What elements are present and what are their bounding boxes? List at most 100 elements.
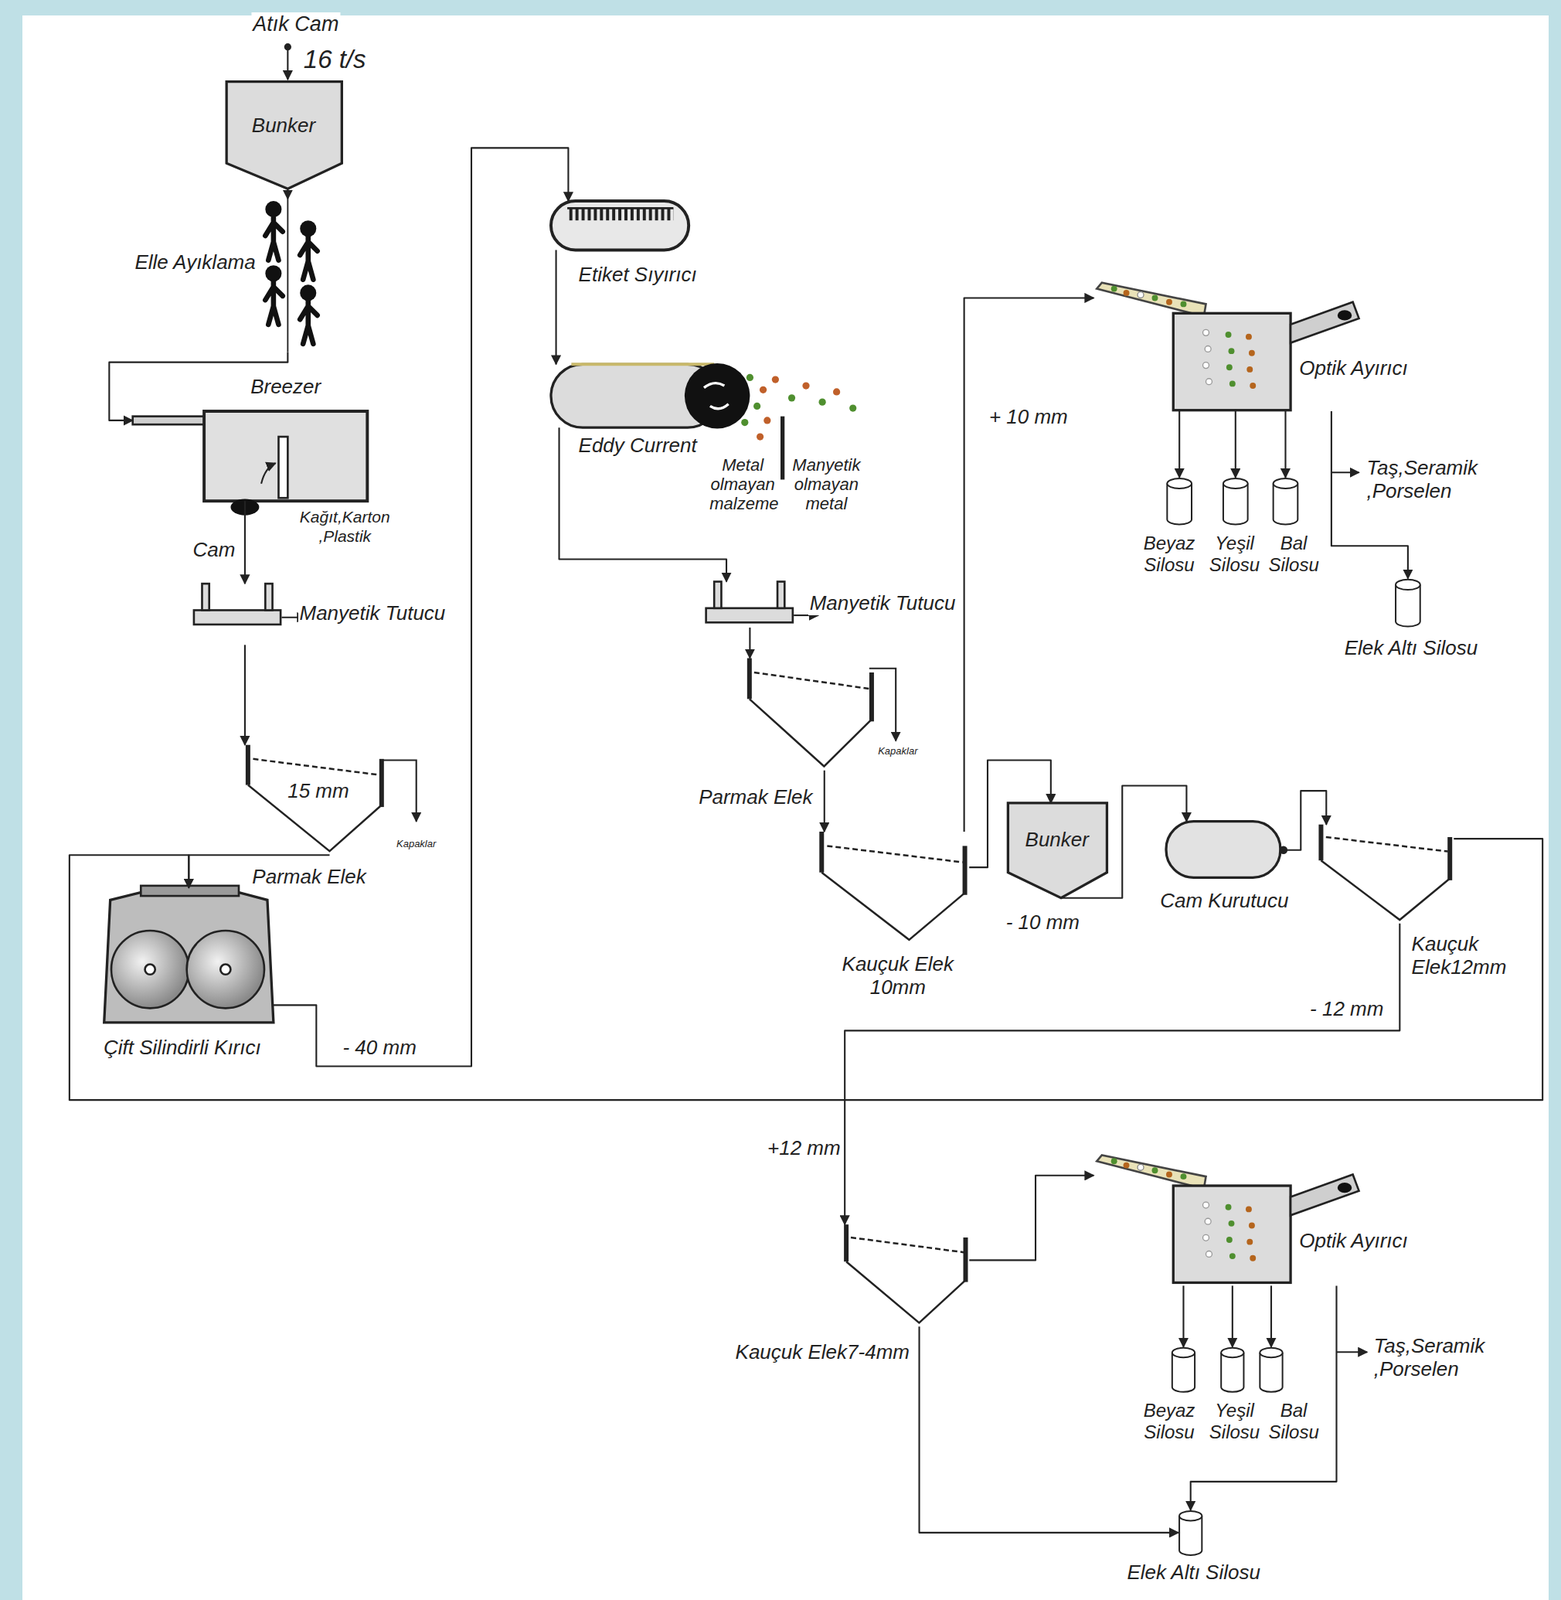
breezer-symbol — [132, 416, 207, 426]
silo-symbol — [1220, 1347, 1244, 1392]
equipment-label: Bunker — [1023, 828, 1091, 852]
equipment-label: Etiket Sıyırıcı — [577, 263, 699, 287]
equipment-label: Beyaz Silosu — [1139, 1399, 1200, 1442]
equipment-label: Bunker — [250, 114, 317, 138]
flow-arrow — [969, 1175, 1094, 1261]
flow-label: Kağıt,Karton ,Plastik — [293, 507, 396, 545]
equipment-node: Eddy Current — [550, 363, 750, 428]
flow-arrow — [1231, 1285, 1234, 1347]
equipment-node: Optik Ayırıcı — [1093, 282, 1359, 412]
eddy-current-symbol — [763, 416, 771, 424]
roll-crusher-symbol — [140, 885, 239, 896]
glass-dryer-symbol — [1166, 821, 1288, 878]
flow-label: - 12 mm — [1308, 997, 1385, 1021]
equipment-node: Beyaz Silosu — [1171, 1346, 1197, 1393]
lid-outlet-arrow — [379, 668, 896, 822]
screen-symbol — [821, 831, 965, 940]
equipment-node: Yeşil Silosu — [1220, 1346, 1245, 1393]
flow-arrow — [823, 770, 826, 832]
flow-label: - 40 mm — [340, 1036, 418, 1060]
breezer-symbol — [204, 411, 368, 501]
label-scraper-symbol — [567, 207, 674, 221]
flow-label: Manyetik olmayan metal — [789, 455, 865, 514]
bunker-symbol — [1007, 802, 1107, 898]
flow-label: Taş,Seramik ,Porselen — [1372, 1334, 1500, 1381]
equipment-label: Bal Silosu — [1264, 1399, 1324, 1442]
eddy-current-symbol — [819, 398, 827, 406]
equipment-label: Kauçuk Elek12mm — [1410, 932, 1518, 980]
equipment-label: 15 mm — [285, 779, 351, 803]
equipment-label: Elle Ayıklama — [132, 251, 257, 275]
equipment-node: Parmak Elek — [744, 658, 876, 771]
equipment-node: Elek Altı Silosu — [1394, 578, 1422, 628]
equipment-node: Kauçuk Elek 10mm — [816, 831, 970, 944]
flow-arrow — [244, 644, 246, 745]
optical-sorter-symbol — [1096, 282, 1359, 411]
flow-arrow — [1270, 1285, 1272, 1347]
equipment-node: Elek Altı Silosu — [1178, 1509, 1204, 1556]
eddy-current-symbol — [771, 375, 779, 383]
label-scraper-symbol — [567, 207, 674, 210]
optical-sorter-symbol — [1096, 1154, 1359, 1283]
flow-arrow — [1178, 411, 1181, 478]
equipment-label: Eddy Current — [577, 434, 699, 458]
equipment-node: Kauçuk Elek7-4mm — [841, 1224, 970, 1327]
lid-outlet-arrow — [379, 760, 417, 822]
flow-label: Cam — [190, 538, 237, 562]
reject-outlet-arrow — [1336, 1350, 1368, 1353]
equipment-label: Elek Altı Silosu — [1125, 1561, 1262, 1585]
reject-outlet-arrow — [1331, 472, 1368, 1352]
equipment-label: Bal Silosu — [1264, 532, 1324, 575]
roll-crusher-symbol — [187, 930, 265, 1008]
flow-label: - 10 mm — [1004, 911, 1082, 935]
flow-arrow — [559, 427, 728, 582]
roll-crusher-symbol — [104, 885, 274, 1023]
hand-sorting-figures — [265, 198, 317, 352]
equipment-label: Yeşil Silosu — [1204, 1399, 1265, 1442]
silo-symbol — [1273, 478, 1299, 524]
lid-outlet-arrow — [869, 668, 896, 742]
flow-arrow — [69, 838, 1543, 1100]
breezer-symbol — [278, 436, 288, 498]
equipment-label: Kauçuk Elek7-4mm — [734, 1340, 912, 1364]
screen-symbol — [248, 657, 1450, 1323]
equipment-label: Breezer — [248, 375, 323, 399]
eddy-current-symbol — [780, 416, 785, 480]
equipment-label: Manyetik Tutucu — [298, 601, 448, 626]
silo-symbol — [1172, 1347, 1195, 1392]
equipment-node: Manyetik Tutucu — [706, 581, 796, 628]
silo-symbol — [1179, 1510, 1202, 1555]
magnetic-holder-symbol — [193, 583, 307, 625]
flow-label: Kapaklar — [876, 745, 919, 758]
hand-sorting-figures — [265, 200, 283, 261]
equipment-node: Bal Silosu — [1258, 1346, 1284, 1393]
label-scraper-symbol — [550, 200, 689, 250]
equipment-label: Cam Kurutucu — [1158, 889, 1290, 913]
flow-label: 16 t/s — [302, 44, 368, 75]
breezer-symbol — [132, 411, 368, 516]
reject-outlet-arrow — [1331, 471, 1360, 473]
hand-sorting-figures — [286, 198, 289, 352]
silo-symbol — [1395, 579, 1421, 627]
flow-arrow — [1234, 411, 1237, 478]
equipment-node: Bunker — [1007, 802, 1107, 898]
flow-arrow — [1280, 790, 1327, 851]
equipment-node: Beyaz Silosu — [1166, 477, 1193, 526]
flow-arrow — [286, 188, 289, 199]
eddy-current-symbol — [753, 402, 761, 410]
roll-crusher-symbol — [104, 891, 274, 1023]
feed-arrow — [286, 47, 289, 80]
silo-symbol — [1166, 478, 1192, 524]
equipment-label: Yeşil Silosu — [1204, 532, 1265, 575]
roll-crusher-symbol — [145, 964, 156, 975]
eddy-current-symbol — [746, 374, 754, 381]
roll-crusher-symbol — [220, 964, 231, 975]
equipment-label: Parmak Elek — [697, 785, 814, 810]
equipment-label: Elek Altı Silosu — [1343, 636, 1480, 660]
equipment-label: Parmak Elek — [250, 865, 368, 889]
equipment-node: Etiket Sıyırıcı — [550, 200, 689, 250]
flow-label: Kapaklar — [394, 838, 438, 851]
equipment-node: Yeşil Silosu — [1222, 477, 1249, 526]
flow-arrow — [1284, 411, 1286, 478]
